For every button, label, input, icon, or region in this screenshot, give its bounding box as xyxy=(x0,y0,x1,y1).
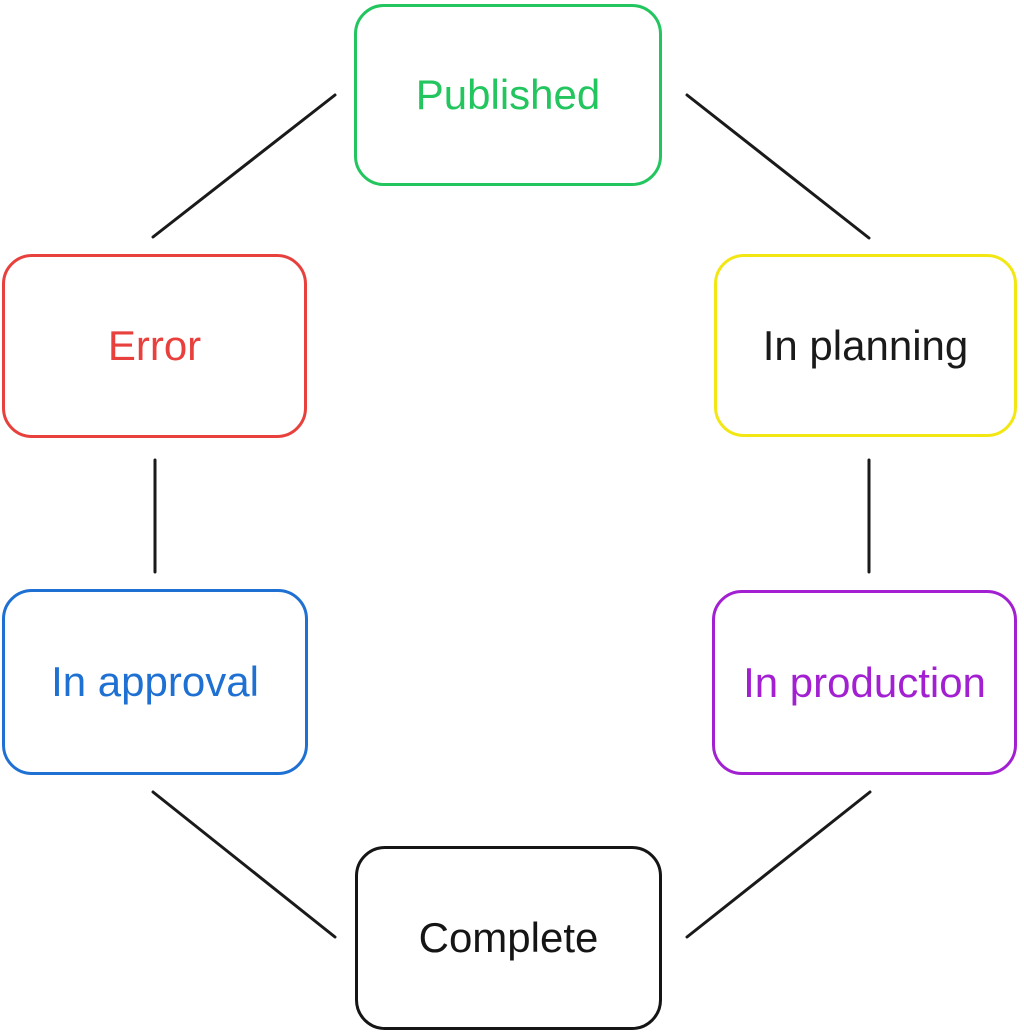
node-error: Error xyxy=(2,254,307,438)
node-in-planning: In planning xyxy=(714,254,1017,437)
node-error-label: Error xyxy=(107,322,202,369)
node-in-planning-label: In planning xyxy=(762,321,969,369)
edge-published-in-planning xyxy=(685,93,871,240)
node-in-production: In production xyxy=(712,590,1017,775)
edge-published-error xyxy=(151,93,337,239)
node-published: Published xyxy=(354,4,662,186)
node-published-label: Published xyxy=(415,71,601,118)
node-complete-label: Complete xyxy=(418,914,599,961)
node-in-approval: In approval xyxy=(2,589,308,775)
node-in-approval-label: In approval xyxy=(51,658,259,705)
node-in-production-label: In production xyxy=(743,658,986,706)
edge-complete-in-approval xyxy=(151,790,337,939)
edge-in-production-complete xyxy=(685,790,872,939)
node-complete: Complete xyxy=(355,846,662,1030)
